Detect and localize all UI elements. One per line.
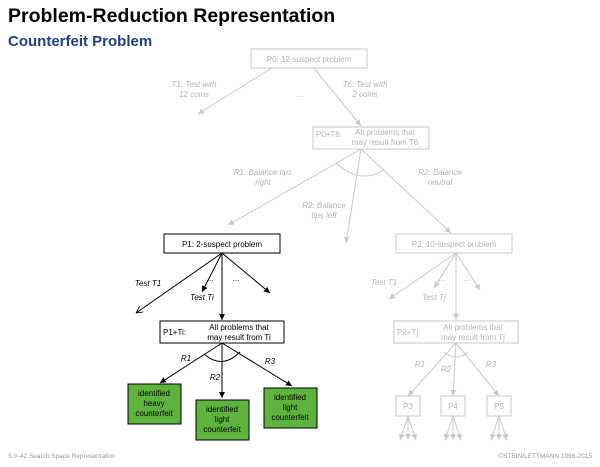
edge-r1-label-line2: right — [255, 178, 271, 187]
and-arc-tj — [443, 351, 469, 358]
heavy-label-line1: identified — [138, 389, 170, 398]
node-p0[interactable] — [250, 48, 368, 69]
edge-r3-label-line1: R2: Balance — [418, 168, 462, 177]
light-a-label-line1: identified — [206, 405, 238, 414]
edge-p1-dots-a — [201, 252, 223, 293]
edge-r3-label: R3 — [265, 357, 276, 366]
node-p5-label: P5 — [494, 402, 504, 411]
heavy-label-line2: heavy — [143, 399, 164, 408]
edge-r1-label-line1: R1: Balance tips — [234, 168, 292, 177]
dots-top: ... — [297, 90, 304, 99]
faded-subtree — [197, 48, 519, 441]
edge-ti-light-b — [221, 342, 293, 387]
dots-d: ... — [464, 274, 471, 283]
and-arc-t6 — [335, 162, 385, 177]
edge-p2-t1 — [388, 252, 457, 300]
slide-subtitle: Counterfeit Problem — [8, 33, 153, 50]
edge-p0-t1 — [197, 67, 273, 115]
edge-r3-right-label: R3 — [486, 360, 497, 369]
edge-r1-label: R1 — [181, 354, 191, 363]
node-p3-label: P3 — [403, 402, 413, 411]
node-heavy-counterfeit[interactable] — [127, 383, 182, 425]
edge-t6-label-line2: 2 coins — [351, 90, 377, 99]
footer-right: ©STEIN/LETTMANN 1998-2015 — [498, 453, 592, 460]
edge-r2-label: R2 — [210, 373, 221, 382]
node-p2-tj-line2: may result from Tj — [441, 333, 505, 342]
edge-p2-dots-d — [455, 252, 481, 291]
edge-p2-t1-label: Test T1 — [371, 278, 397, 287]
node-p0-t6[interactable] — [312, 126, 430, 150]
heavy-label-line3: counterfeit — [135, 409, 173, 418]
light-b-label-line1: identified — [274, 393, 306, 402]
edge-t6-r3 — [360, 148, 452, 234]
edge-p1-t1-label: Test T1 — [135, 279, 161, 288]
active-subtree — [136, 233, 293, 398]
dots-a: ... — [207, 274, 214, 283]
edge-r3-label-line2: neutral — [428, 178, 453, 187]
node-p0-t6-line1: All problems that — [355, 128, 415, 137]
edge-r2-label-line2: tips left — [311, 211, 337, 220]
leaf-arrows — [399, 415, 508, 441]
edge-p1-ti-label: Test Ti — [190, 293, 214, 302]
node-light-counterfeit-b[interactable] — [263, 387, 318, 429]
edge-t1-label-line1: T1: Test with — [171, 80, 217, 89]
edge-r2-label-line1: R2: Balance — [302, 201, 346, 210]
edge-p1-dots-b — [221, 252, 271, 294]
node-p2-label: P2: 10-suspect problem — [412, 240, 497, 249]
dots-c: ... — [439, 274, 446, 283]
node-p4-label: P4 — [448, 402, 458, 411]
node-p2[interactable] — [395, 233, 513, 254]
edge-p2-dots-c — [433, 252, 457, 289]
and-arc-ti — [203, 351, 241, 362]
node-p0-t6-line2: may result from T6 — [352, 138, 419, 147]
footer-left: S:II-42 Search Space Representation — [8, 453, 116, 460]
light-b-label-line2: light — [283, 403, 298, 412]
edge-r2-right-label: R2 — [441, 365, 452, 374]
node-light-counterfeit-a[interactable] — [195, 399, 250, 441]
node-p1-ti-line2: may result from Ti — [207, 333, 271, 342]
edge-t1-label-line2: 12 coins — [179, 90, 209, 99]
node-p1-ti-prefix: P1+Ti: — [163, 328, 186, 337]
edge-ti-heavy — [159, 342, 223, 384]
light-a-label-line2: light — [215, 415, 230, 424]
edge-t6-label-line1: T6: Test with — [342, 80, 388, 89]
edge-tj-p3 — [407, 342, 457, 397]
faded-labels: P0: 12-suspect problem T1: Test with 12 … — [171, 55, 505, 411]
node-p0-t6-prefix: P0+T6: — [316, 130, 342, 139]
solved-nodes — [127, 383, 318, 441]
light-a-label-line3: counterfeit — [203, 425, 241, 434]
edge-r1-right-label: R1 — [415, 360, 425, 369]
edge-t6-r1 — [227, 148, 362, 226]
node-p0-label: P0: 12-suspect problem — [267, 55, 352, 64]
light-b-label-line3: counterfeit — [271, 413, 309, 422]
dots-b: ... — [233, 274, 240, 283]
edge-p1-t1 — [136, 252, 223, 313]
node-p2-tj-line1: All problems that — [443, 323, 503, 332]
edge-p2-tj-label: Test Tj — [422, 293, 446, 302]
edge-t6-r2 — [343, 148, 362, 244]
node-p2-tj-prefix: P2+Tj: — [397, 328, 420, 337]
edge-tj-p4 — [450, 342, 457, 397]
slide-title: Problem-Reduction Representation — [8, 5, 336, 27]
edge-p0-t6 — [313, 67, 362, 127]
node-p1-label: P1: 2-suspect problem — [182, 240, 262, 249]
node-p1-ti-line1: All problems that — [209, 323, 269, 332]
active-labels: P1: 2-suspect problem Test T1 ... ... Te… — [135, 240, 310, 434]
edge-tj-p5 — [455, 342, 500, 397]
